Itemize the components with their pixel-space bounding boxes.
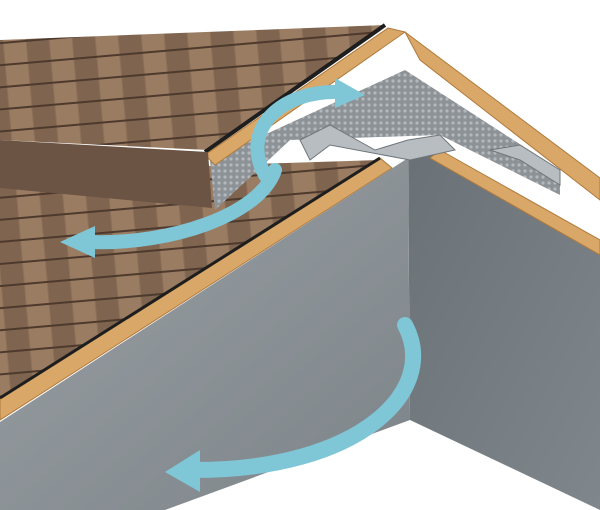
left-gray-fascia — [0, 158, 410, 510]
upper-shingles — [0, 25, 385, 150]
airflow-arrow-left — [83, 163, 282, 250]
airflow-arrowhead-upper — [335, 78, 365, 108]
airflow-arrowhead-lower — [165, 450, 200, 492]
airflow-arrow-lower — [187, 317, 422, 478]
airflow-arrowhead-left — [60, 226, 95, 258]
right-osb-deck — [404, 31, 600, 201]
ridge-vent-mesh — [210, 70, 560, 210]
right-vent-baffle — [489, 144, 561, 186]
ridge-cap-edge — [0, 140, 212, 208]
ridge-vent-baffle — [299, 124, 456, 161]
airflow-arrow-upper — [250, 84, 347, 182]
right-gray-fascia — [408, 140, 600, 510]
right-osb-edge — [429, 149, 600, 256]
